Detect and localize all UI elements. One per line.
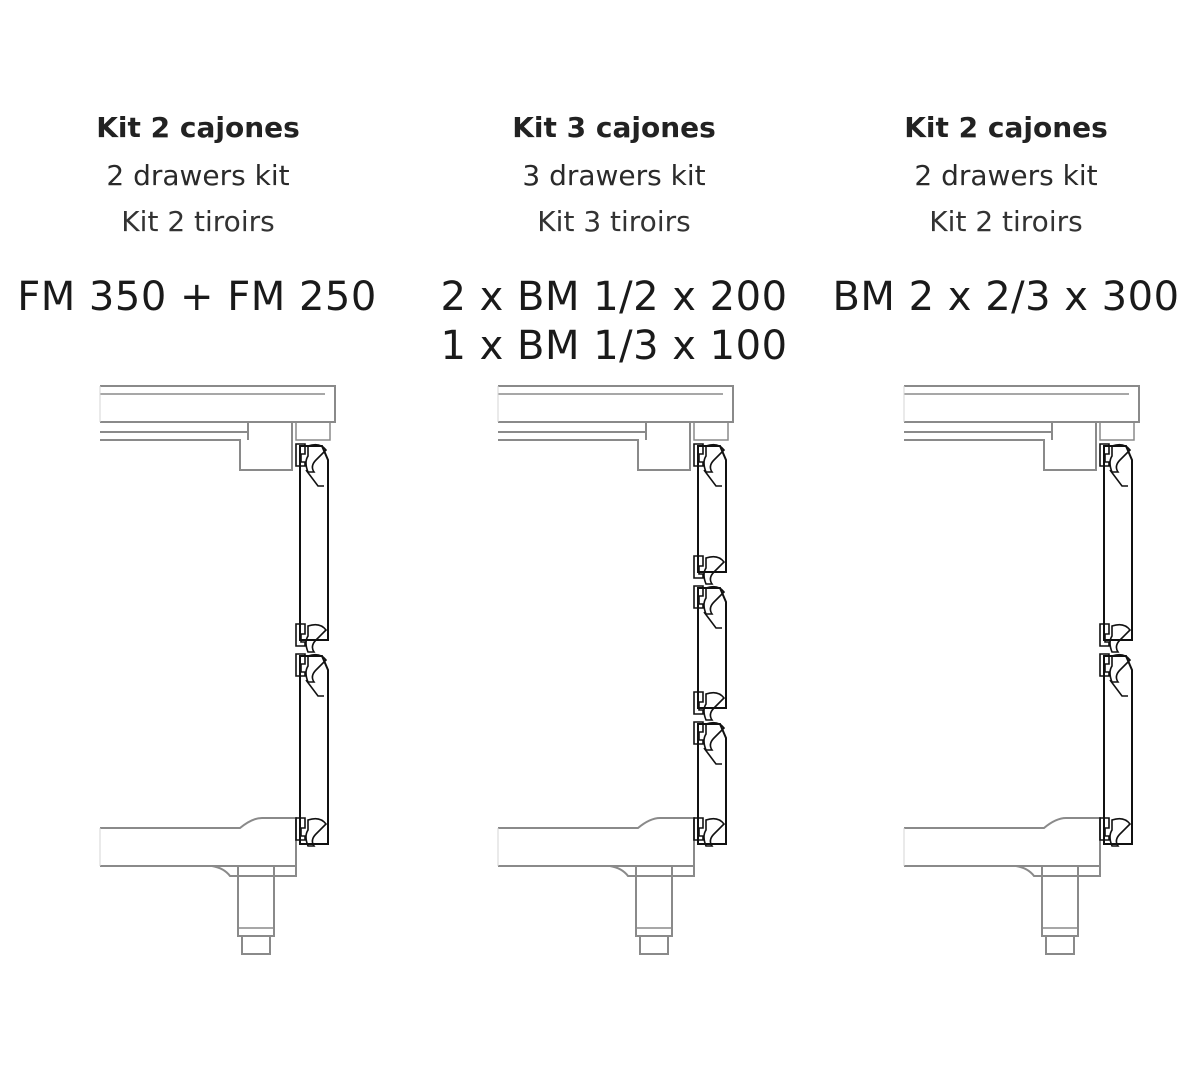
model-line-1: FM 350 + FM 250 [17, 274, 377, 320]
drawer-top-clip-2-hook [1109, 653, 1132, 683]
cabinet-leg-foot [241, 935, 271, 955]
drawer-top-clip-3 [693, 721, 704, 745]
drawer-handle-groove-2 [1109, 679, 1128, 697]
top-corner-block [295, 421, 331, 441]
bottom-clip [1099, 817, 1110, 841]
drawer-handle-groove-2 [703, 611, 722, 629]
drawer-top-clip-1 [1099, 443, 1110, 467]
drawer-top-clip-2-hook [305, 653, 328, 683]
cabinet-leg-foot [639, 935, 669, 955]
bottom-clip-hook [703, 817, 726, 847]
worktop-outline [100, 385, 336, 423]
bottom-clip-hook [305, 817, 328, 847]
kit-title-french: Kit 2 tiroirs [929, 205, 1083, 238]
worktop-outline [904, 385, 1140, 423]
base-rail-outline [100, 817, 297, 867]
kit-column-3: Kit 2 cajones 2 drawers kit Kit 2 tiroir… [800, 0, 1200, 1080]
drawer-top-clip-1-hook [703, 443, 726, 473]
drawer-handle-groove-1 [703, 469, 722, 487]
model-line-1: BM 2 x 2/3 x 300 [832, 274, 1180, 320]
top-rail-bracket [498, 422, 691, 471]
drawer-handle-groove-3 [703, 747, 722, 765]
kit-title-english: 2 drawers kit [106, 159, 290, 192]
base-foot-flange [609, 865, 695, 877]
drawer-handle-groove-1 [1109, 469, 1128, 487]
base-foot-flange [211, 865, 297, 877]
top-rail-bracket [904, 422, 1097, 471]
kit-title-english: 3 drawers kit [522, 159, 706, 192]
worktop-outline [498, 385, 734, 423]
model-line-1: 2 x BM 1/2 x 200 [440, 274, 788, 320]
drawer-top-clip-1-hook [305, 443, 328, 473]
drawer-top-clip-3-hook [703, 721, 726, 751]
drawer-top-clip-1 [295, 443, 306, 467]
cabinet-section-drawing [99, 385, 336, 955]
drawer-front-2 [1103, 655, 1133, 845]
kit-title-spanish: Kit 2 cajones [96, 111, 300, 144]
drawer-upper-clip-3-hook [703, 691, 726, 721]
drawer-upper-clip-2-hook [703, 555, 726, 585]
drawer-upper-clip-2 [693, 555, 704, 579]
drawer-upper-clip-2-hook [305, 623, 328, 653]
top-corner-block [693, 421, 729, 441]
drawer-top-clip-2 [1099, 653, 1110, 677]
drawer-top-clip-2 [295, 653, 306, 677]
cabinet-section-drawing [903, 385, 1140, 955]
drawer-top-clip-1-hook [1109, 443, 1132, 473]
drawer-top-clip-2 [693, 585, 704, 609]
cabinet-section-drawing [497, 385, 734, 955]
drawer-upper-clip-2-hook [1109, 623, 1132, 653]
drawer-front-2 [299, 655, 329, 845]
cabinet-leg-foot [1045, 935, 1075, 955]
drawer-front-1 [1103, 445, 1133, 641]
top-corner-block [1099, 421, 1135, 441]
kit-title-french: Kit 2 tiroirs [121, 205, 275, 238]
drawer-front-1 [697, 445, 727, 573]
kit-title-spanish: Kit 2 cajones [904, 111, 1108, 144]
top-rail-bracket [100, 422, 293, 471]
drawer-front-1 [299, 445, 329, 641]
kit-title-french: Kit 3 tiroirs [537, 205, 691, 238]
drawer-upper-clip-2 [295, 623, 306, 647]
drawer-handle-groove-1 [305, 469, 324, 487]
base-rail-outline [904, 817, 1101, 867]
drawer-handle-groove-2 [305, 679, 324, 697]
drawer-top-clip-1 [693, 443, 704, 467]
drawer-front-3 [697, 723, 727, 845]
base-rail-outline [498, 817, 695, 867]
base-foot-flange [1015, 865, 1101, 877]
bottom-clip [295, 817, 306, 841]
drawer-top-clip-2-hook [703, 585, 726, 615]
drawer-upper-clip-3 [693, 691, 704, 715]
kit-title-english: 2 drawers kit [914, 159, 1098, 192]
bottom-clip-hook [1109, 817, 1132, 847]
kit-title-spanish: Kit 3 cajones [512, 111, 716, 144]
drawer-upper-clip-2 [1099, 623, 1110, 647]
kit-column-1: Kit 2 cajones 2 drawers kit Kit 2 tiroir… [0, 0, 400, 1080]
model-line-2: 1 x BM 1/3 x 100 [440, 323, 788, 369]
bottom-clip [693, 817, 704, 841]
kit-column-2: Kit 3 cajones 3 drawers kit Kit 3 tiroir… [400, 0, 800, 1080]
drawer-front-2 [697, 587, 727, 709]
